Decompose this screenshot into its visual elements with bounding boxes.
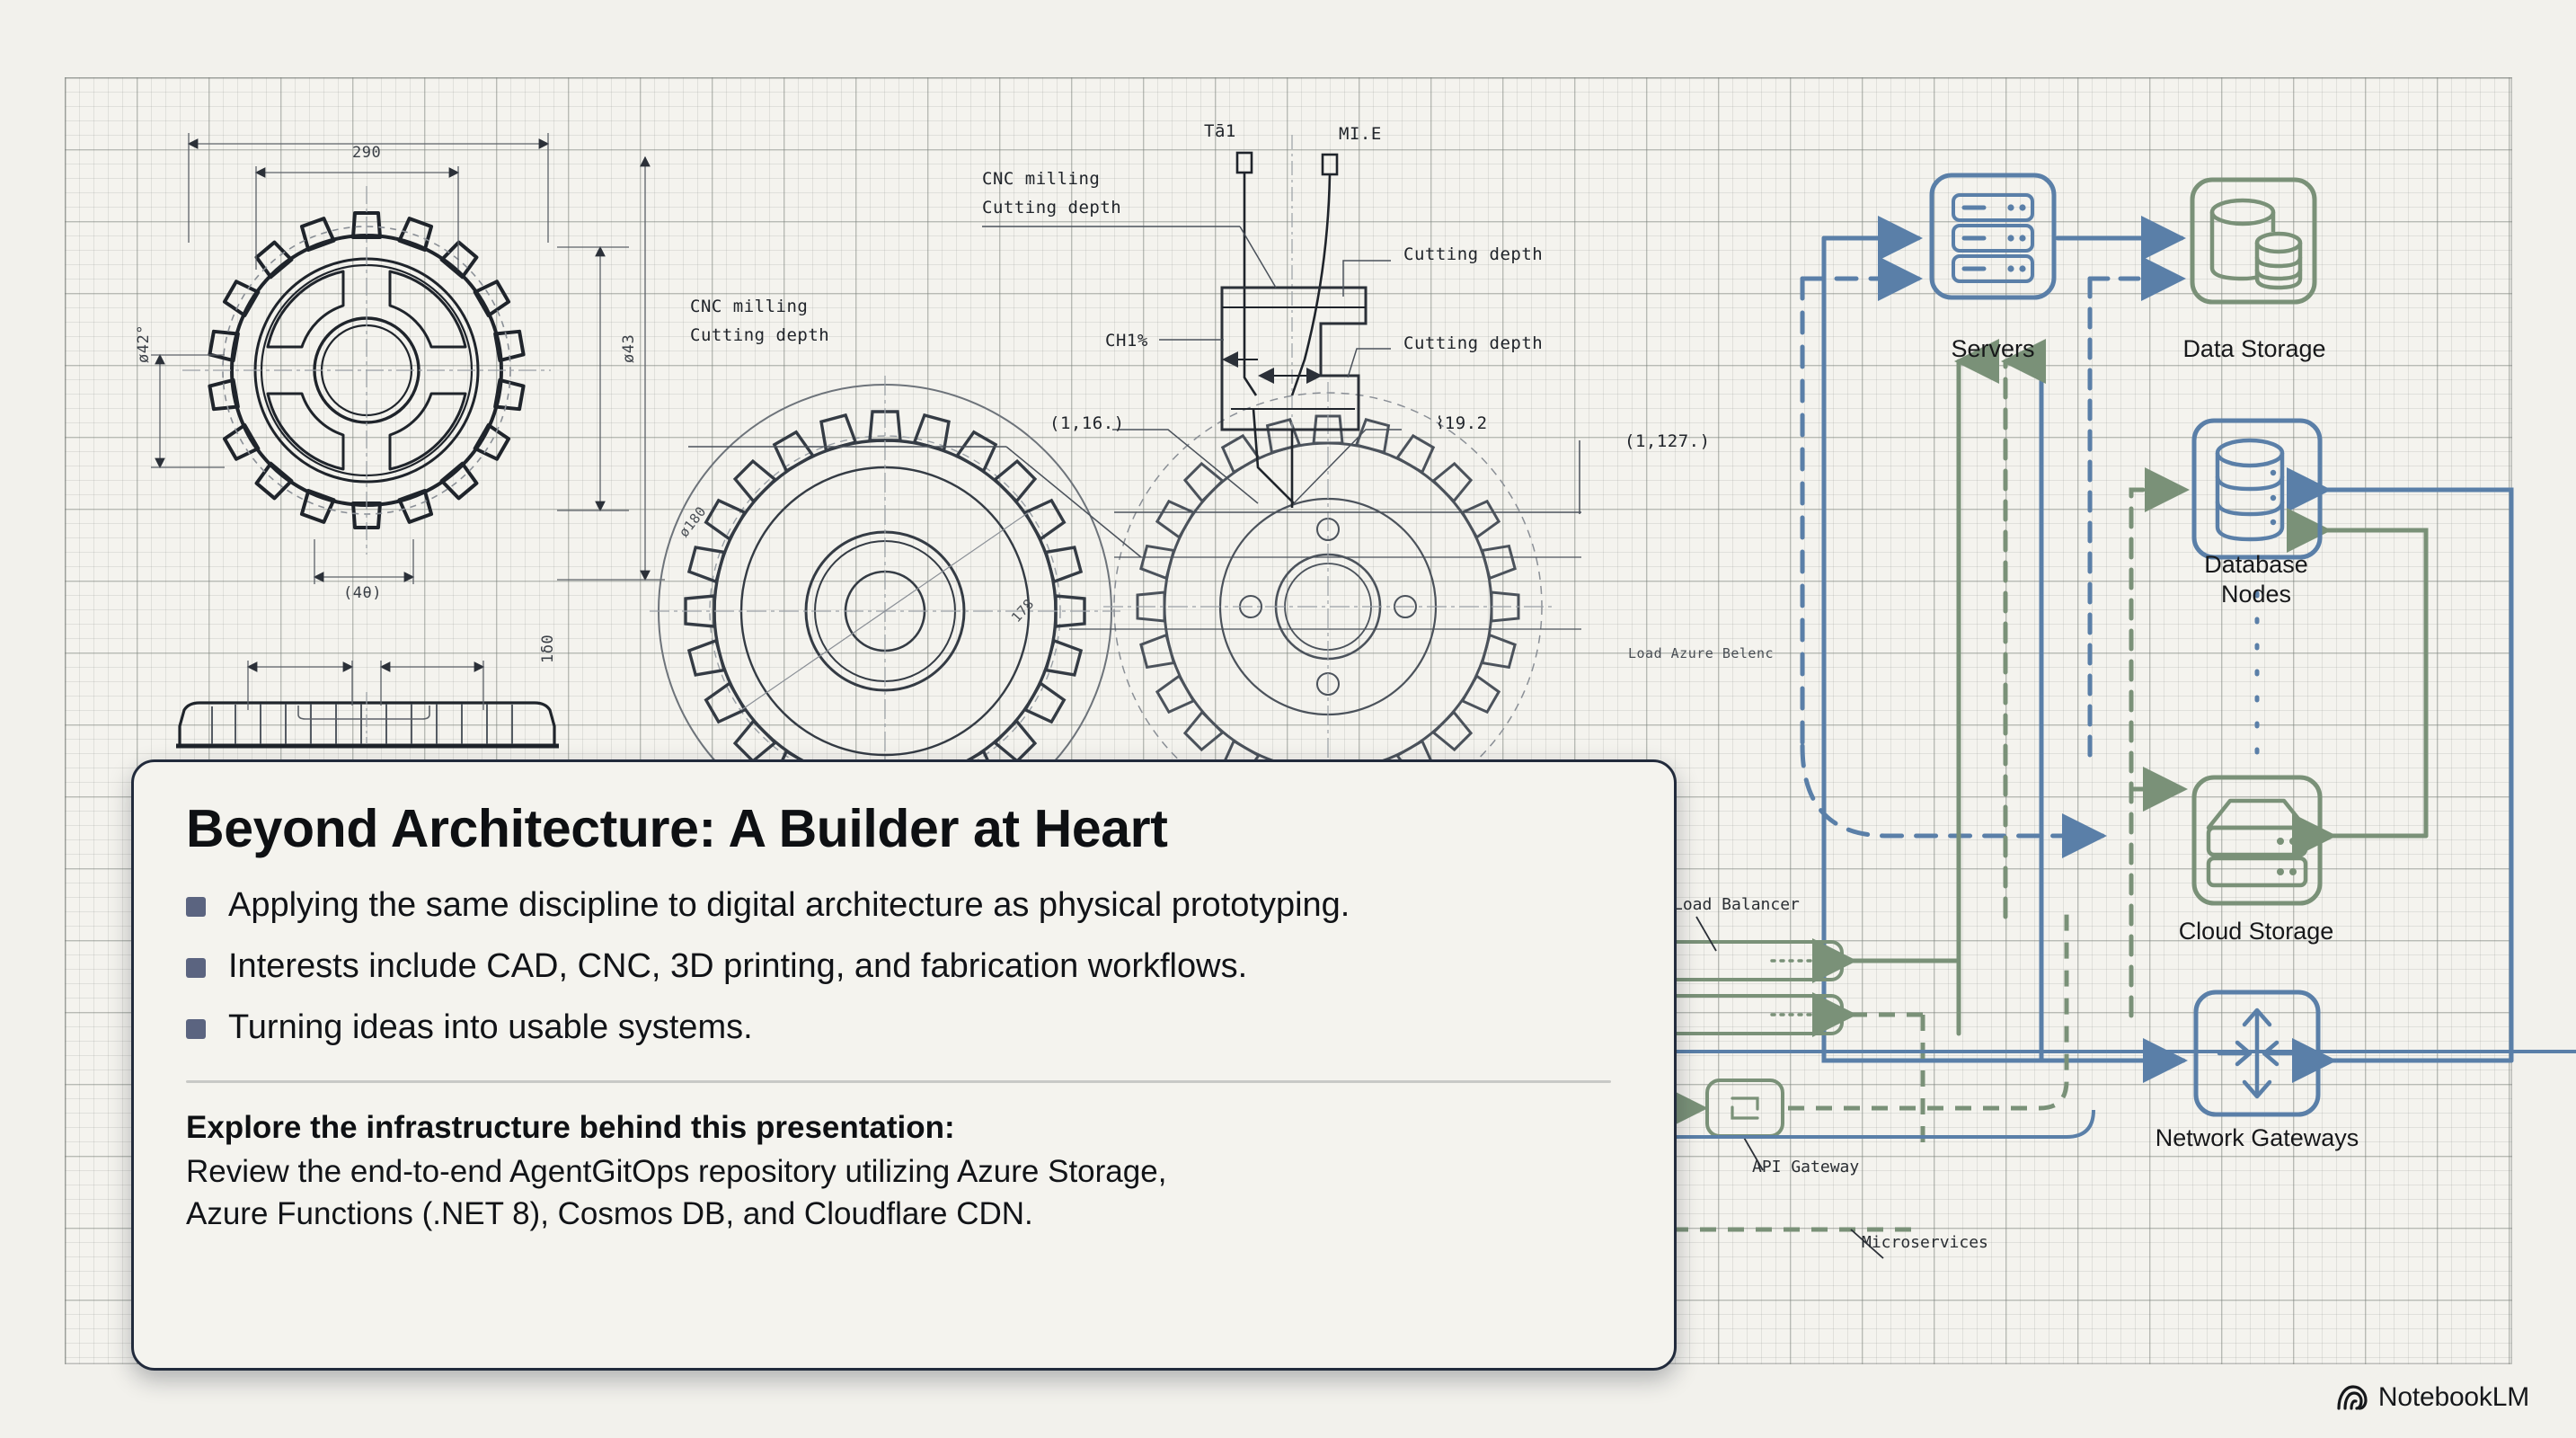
annotation-cutting-depth-1: Cutting depth [1403,244,1544,264]
node-label-cloud-storage: Cloud Storage [2178,918,2334,945]
annotation-cnc-milling-left-line2: Cutting depth [690,325,830,345]
notebooklm-spiral-icon [2337,1385,2368,1410]
annotation-chuck-chx: CH1% [1105,331,1148,351]
page-title: Beyond Architecture: A Builder at Heart [186,799,1168,858]
annotation-load-azure-balancer: Load Azure Belenc [1628,645,1775,661]
brand-name: NotebookLM [2377,1382,2529,1412]
cta-line: Azure Functions (.NET 8), Cosmos DB, and… [186,1196,1033,1232]
annotation-coord-1-127: (1,127.) [1624,431,1711,451]
dimension-gear-height-right: ø43 [620,333,638,363]
annotation-cnc-milling-left: CNC milling [690,297,809,316]
brand-watermark: NotebookLM [2337,1382,2529,1413]
node-label-data-storage: Data Storage [2182,335,2326,362]
sub-label-api-gateway: API Gateway [1752,1158,1860,1176]
dimension-hub-side-140: 1δ0 [539,634,557,663]
list-item: Applying the same discipline to digital … [186,884,1624,928]
annotation-dia-10-2: ⌇19.2 [1436,413,1488,433]
annotation-tool-t01: Tā1 [1204,121,1236,141]
annotation-tool-mi-e: MI.E [1339,124,1382,144]
bullet-square-icon [186,1018,206,1039]
cta-heading: Explore the infrastructure behind this p… [186,1109,955,1145]
sub-label-load-balancer: Load Balancer [1673,895,1800,914]
node-label-network-gateways: Network Gateways [2155,1124,2359,1151]
node-label-servers: Servers [1951,335,2035,362]
bullet-text: Turning ideas into usable systems. [228,1007,753,1046]
annotation-cutting-depth-2: Cutting depth [1403,333,1544,353]
list-item: Turning ideas into usable systems. [186,1007,1624,1050]
list-item: Interests include CAD, CNC, 3D printing,… [186,945,1624,989]
annotation-cnc-milling-top-line2: Cutting depth [982,198,1122,217]
annotation-cnc-milling-top: CNC milling [982,169,1101,189]
annotation-coord-1-16: (1,16.) [1049,413,1125,433]
bullet-square-icon [186,957,206,978]
cta-line: Review the end-to-end AgentGitOps reposi… [186,1153,1167,1189]
node-label-database-nodes: Database Nodes [2204,551,2308,608]
bullet-text: Interests include CAD, CNC, 3D printing,… [228,946,1248,985]
dimension-gear-width-290: 290 [352,144,382,162]
bullet-square-icon [186,896,206,917]
bullet-text: Applying the same discipline to digital … [228,885,1350,924]
sub-label-microservices: Microservices [1862,1233,1988,1252]
dimension-gear-bottom-48: (4θ) [343,584,382,602]
section-divider [186,1079,1611,1083]
content-card: Beyond Architecture: A Builder at Heart … [131,759,1677,1371]
dimension-gear-height-left: ø42° [135,324,153,363]
